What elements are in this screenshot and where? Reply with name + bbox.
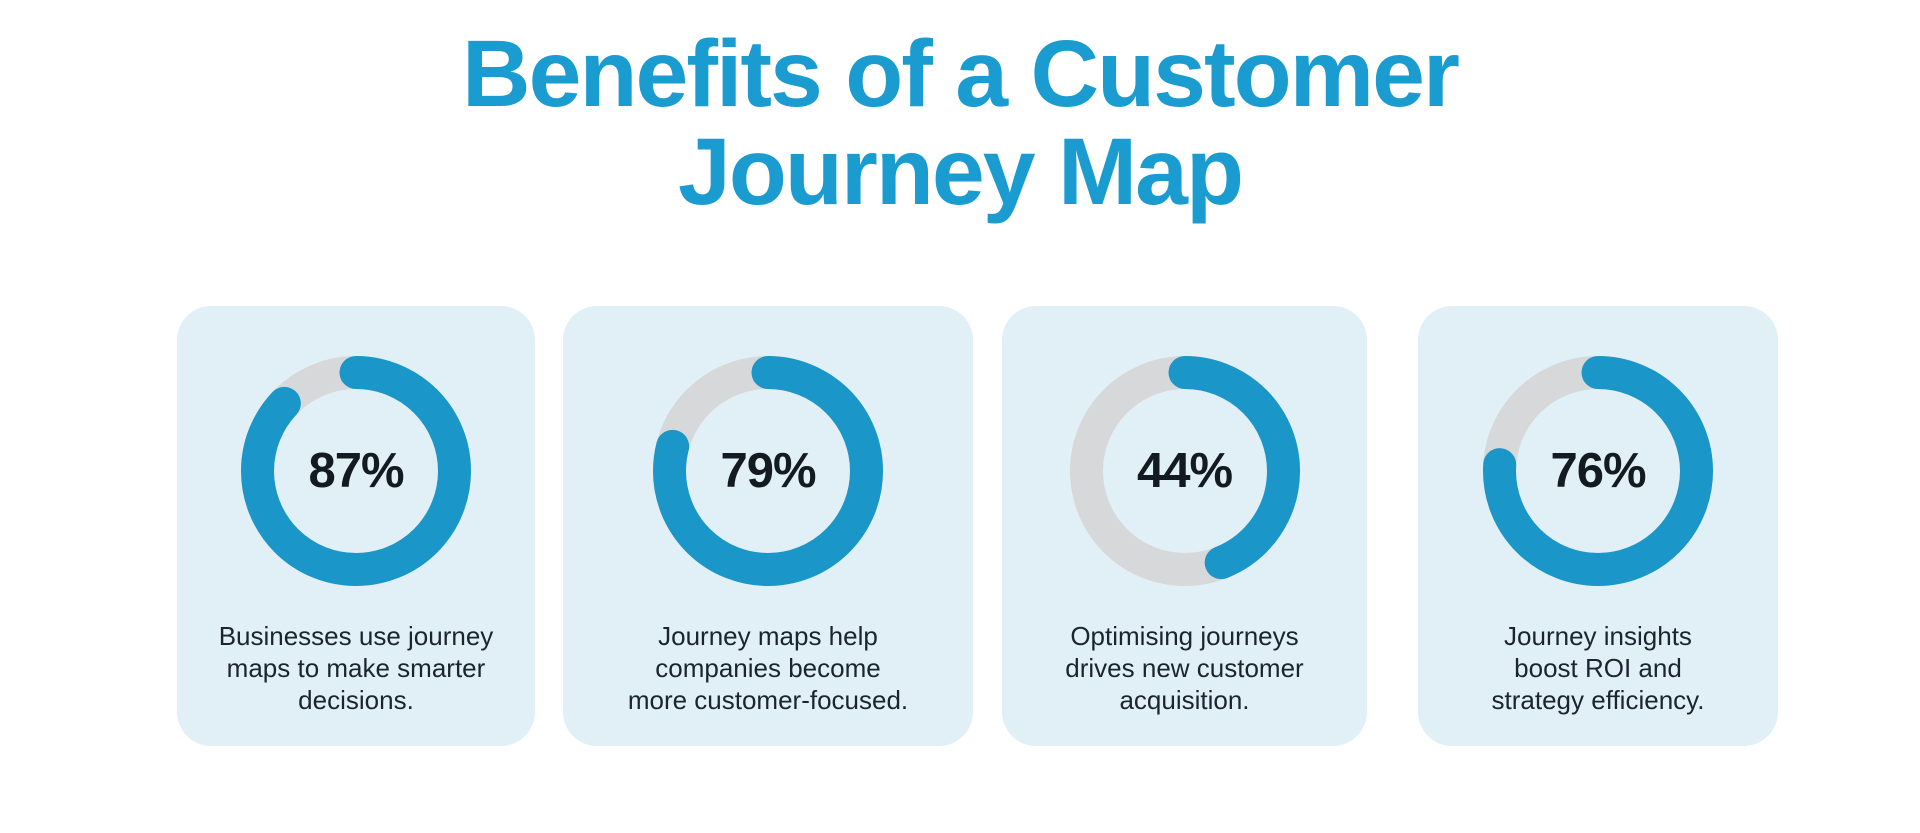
card-description-line: Journey insights: [1504, 620, 1692, 651]
card-description: Optimising journeys drives new customer …: [1065, 620, 1303, 717]
card-description-line: companies become: [655, 652, 881, 683]
card-description: Journey maps help companies become more …: [628, 620, 908, 717]
card-description-line: Businesses use journey: [218, 620, 494, 651]
percent-label: 79%: [720, 443, 816, 498]
donut-chart: 79%: [653, 355, 883, 586]
donut-svg: [653, 355, 883, 586]
donut-progress-arc: [653, 355, 883, 586]
percent-label: 76%: [1550, 443, 1646, 498]
benefit-card-roi: 76% Journey insights boost ROI and strat…: [1418, 305, 1778, 746]
percent-label: 44%: [1136, 443, 1233, 498]
card-description-line: Journey maps help: [658, 620, 878, 651]
card-description-line: decisions.: [298, 685, 414, 716]
donut-svg: [1483, 355, 1713, 586]
card-description-line: boost ROI and: [1514, 652, 1682, 683]
card-description-line: Optimising journeys: [1070, 620, 1299, 651]
card-description: Businesses use journey maps to make smar…: [219, 620, 494, 717]
page-title-line1: Benefits of a Customer: [462, 21, 1460, 127]
donut-chart: 76%: [1483, 355, 1713, 586]
percent-label: 87%: [308, 443, 404, 498]
card-description-line: maps to make smarter: [226, 652, 486, 683]
benefit-card-customer-focus: 79% Journey maps help companies become m…: [563, 305, 973, 746]
card-description-line: acquisition.: [1119, 685, 1250, 716]
card-description-line: drives new customer: [1065, 652, 1304, 683]
donut-progress-arc: [1483, 355, 1713, 586]
benefit-cards: 87% Businesses use journey maps to make …: [177, 305, 1920, 746]
infographic: Benefits of a Customer Journey Map 87% B…: [0, 21, 1920, 746]
donut-chart: 87%: [241, 355, 471, 586]
page-title-line2: Journey Map: [678, 118, 1244, 225]
benefit-card-decisions: 87% Businesses use journey maps to make …: [177, 305, 535, 746]
donut-chart: 44%: [1069, 355, 1300, 586]
card-description-line: more customer-focused.: [627, 685, 909, 716]
card-description: Journey insights boost ROI and strategy …: [1492, 620, 1705, 717]
donut-svg: [1069, 355, 1300, 586]
card-description-line: strategy efficiency.: [1491, 685, 1705, 716]
benefit-card-acquisition: 44% Optimising journeys drives new custo…: [1002, 305, 1367, 746]
donut-svg: [241, 355, 471, 586]
page-title: Benefits of a Customer Journey Map: [0, 21, 1920, 225]
donut-progress-arc: [241, 355, 471, 586]
donut-progress-arc: [1069, 355, 1300, 586]
